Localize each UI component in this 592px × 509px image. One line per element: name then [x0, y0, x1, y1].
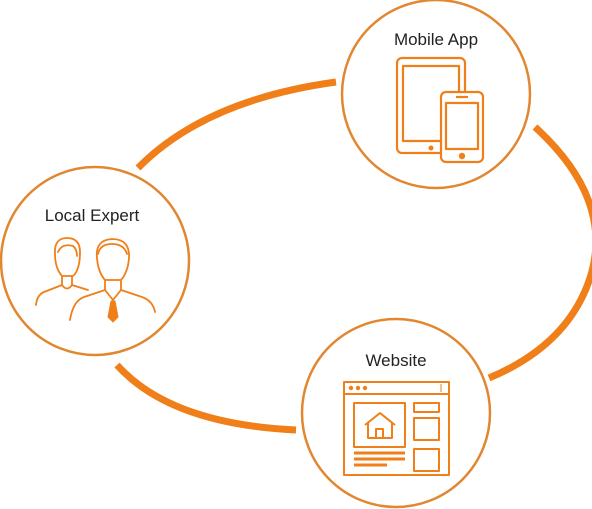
node-local-expert-label: Local Expert	[45, 206, 140, 225]
node-local-expert-circle	[0, 165, 191, 357]
two-people-icon	[35, 237, 156, 323]
node-mobile-app-label: Mobile App	[394, 30, 478, 49]
node-website: Website	[300, 317, 492, 509]
arc-mobile-app-to-website	[487, 124, 592, 382]
website-browser-icon	[343, 381, 450, 476]
connector-arcs	[114, 78, 592, 434]
node-mobile-app-circle	[340, 0, 532, 190]
tablet-and-phone-icon	[395, 56, 485, 164]
node-website-label: Website	[365, 351, 426, 370]
node-mobile-app: Mobile App	[340, 0, 532, 190]
node-website-circle	[300, 317, 492, 509]
node-local-expert: Local Expert	[0, 165, 191, 357]
arc-local-expert-to-mobile-app	[135, 78, 337, 171]
arc-website-to-local-expert	[114, 362, 297, 434]
necktie-shape	[107, 300, 119, 323]
